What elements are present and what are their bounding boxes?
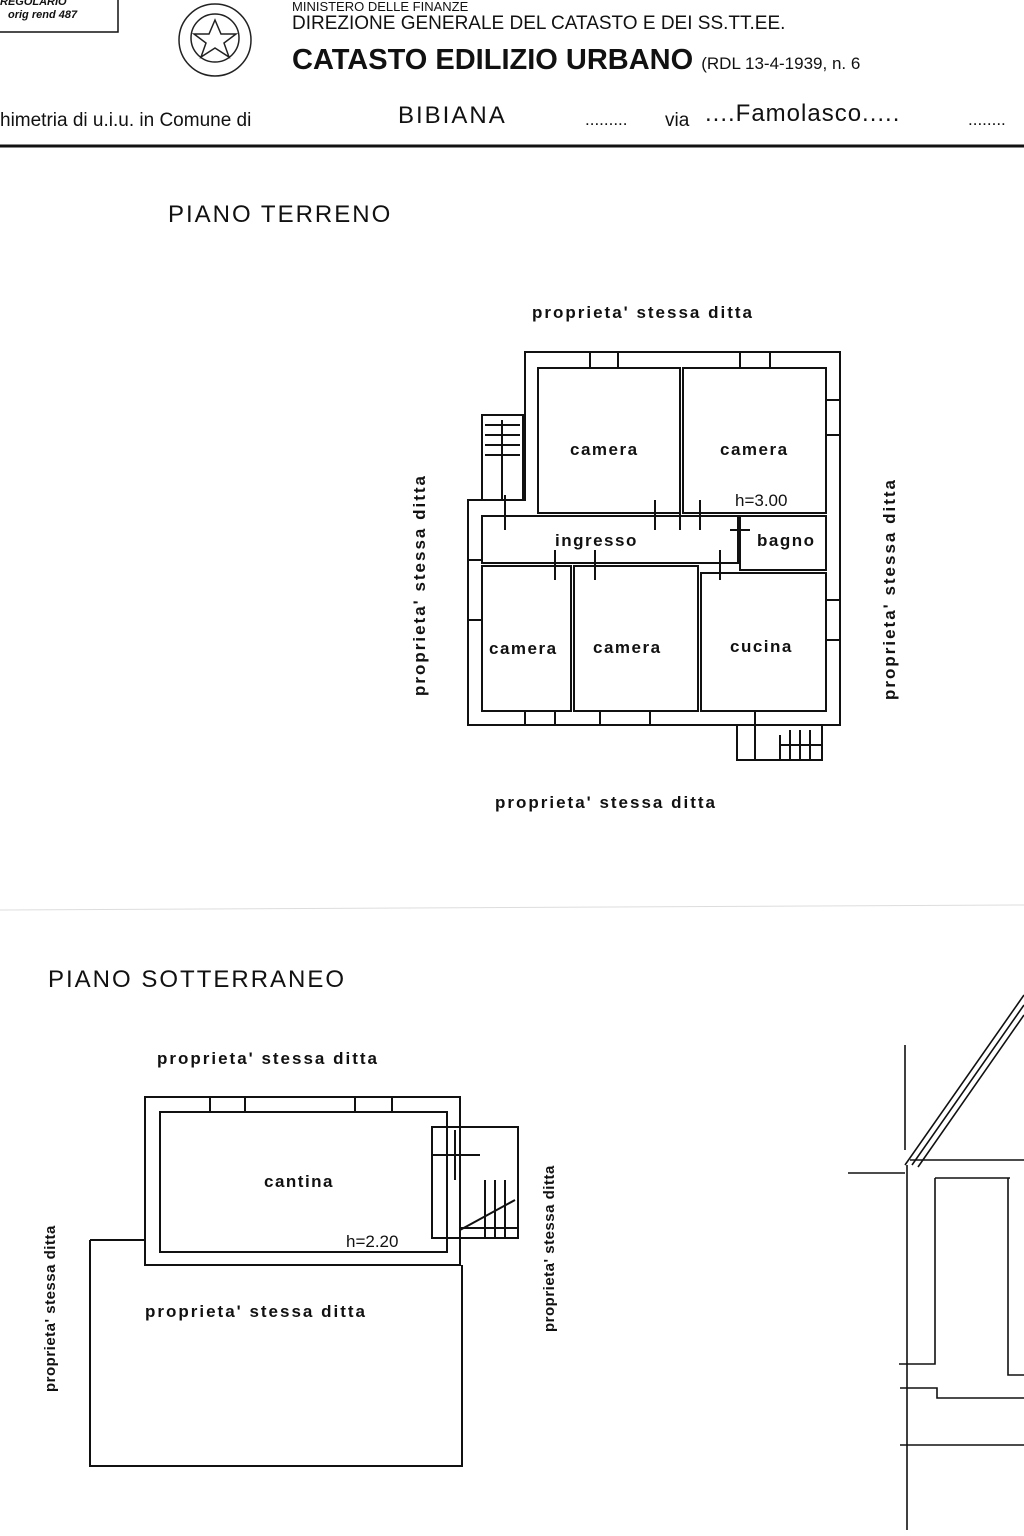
room-cucina (700, 572, 827, 712)
room-ingresso (481, 515, 739, 564)
neighbor-right-label: proprieta' stessa ditta (541, 1165, 558, 1332)
room-label: camera (593, 638, 662, 657)
room-camera-3 (481, 565, 572, 712)
outer-wall (467, 351, 841, 726)
room-label: ingresso (555, 531, 638, 550)
document-title: CATASTO EDILIZIO URBANO (RDL 13-4-1939, … (292, 44, 860, 77)
dots: ........ (968, 110, 1006, 129)
basement-plan (89, 1096, 519, 1467)
ground-floor-plan (467, 351, 841, 761)
comune-value: BIBIANA (398, 102, 507, 129)
room-bagno (739, 515, 827, 571)
section-divider (0, 904, 1024, 911)
room-label: bagno (757, 531, 816, 550)
law-reference: (RDL 13-4-1939, n. 6 (701, 54, 861, 73)
site-map-fragment (848, 994, 1024, 1530)
stamp-box (0, 0, 119, 33)
room-camera-1 (537, 367, 681, 514)
via-label: via (665, 110, 690, 131)
dots: ......... (585, 110, 628, 129)
room-label: cucina (730, 637, 793, 656)
neighbor-below-label: proprieta' stessa ditta (145, 1302, 367, 1321)
height-label: h=3.00 (735, 491, 788, 510)
ministry-label: MINISTERO DELLE FINANZE (292, 0, 469, 14)
room-cantina (159, 1111, 448, 1253)
room-label: camera (570, 440, 639, 459)
basement-title: PIANO SOTTERRANEO (48, 966, 347, 993)
via-value: ....Famolasco..... (705, 100, 901, 127)
ground-floor-title: PIANO TERRENO (168, 201, 393, 228)
stamp-text-2: orig rend 487 (8, 9, 78, 21)
room-label: cantina (264, 1172, 335, 1191)
room-label: camera (720, 440, 789, 459)
emblem-logo (178, 3, 252, 77)
stamp-text-1: REGOLARIO (0, 0, 67, 8)
room-camera-4 (573, 565, 699, 712)
neighbor-top-label: proprieta' stessa ditta (157, 1049, 379, 1068)
title-text: CATASTO EDILIZIO URBANO (292, 44, 694, 76)
neighbor-right-label: proprieta' stessa ditta (880, 478, 899, 700)
stairs-right (431, 1126, 519, 1239)
direction-label: DIREZIONE GENERALE DEL CATASTO E DEI SS.… (292, 13, 786, 34)
room-label: camera (489, 639, 558, 658)
neighbor-left-label: proprieta' stessa ditta (410, 474, 429, 696)
neighbor-left-label: proprieta' stessa ditta (42, 1225, 59, 1392)
outer-wall (144, 1096, 461, 1266)
height-label: h=2.20 (346, 1232, 399, 1251)
room-camera-2 (682, 367, 827, 514)
neighbor-top-label: proprieta' stessa ditta (532, 303, 754, 322)
plan-label: himetria di u.i.u. in Comune di (0, 110, 252, 131)
neighbor-bottom-label: proprieta' stessa ditta (495, 793, 717, 812)
